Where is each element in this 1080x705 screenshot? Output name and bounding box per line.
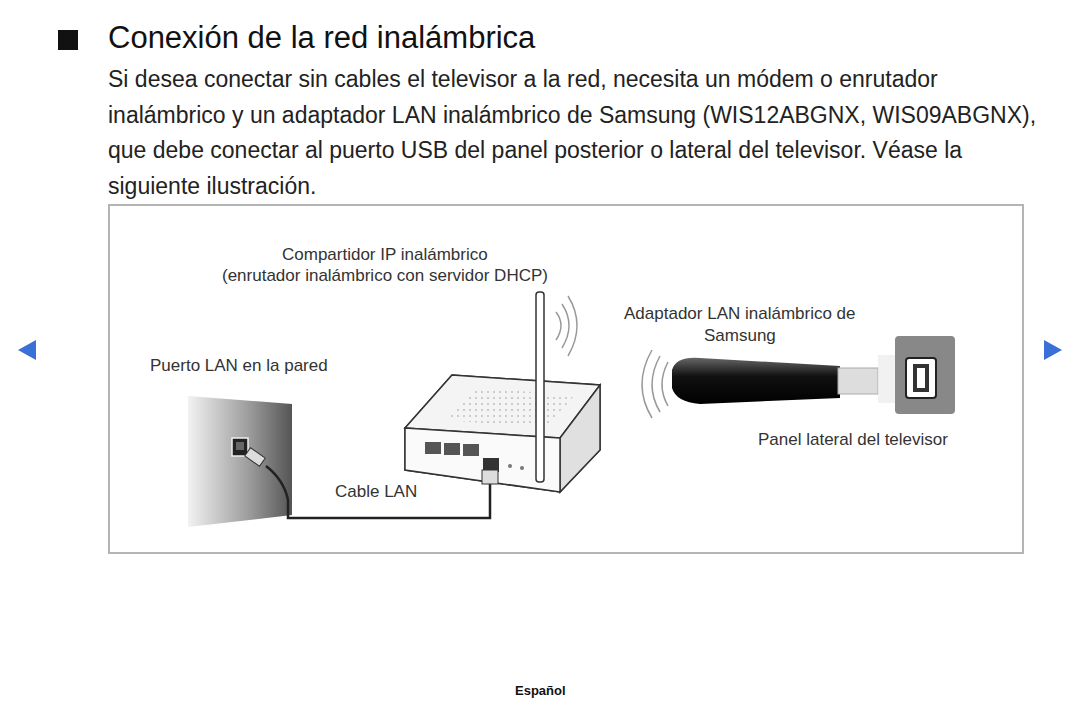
- wall: [188, 396, 292, 527]
- tv-side-panel: [878, 336, 955, 414]
- footer-language: Español: [515, 683, 566, 698]
- figure-frame: [109, 205, 1023, 553]
- tv-panel-label: Panel lateral del televisor: [758, 430, 948, 450]
- wireless-adapter: [672, 358, 878, 404]
- prev-arrow: [18, 340, 36, 360]
- wall-port-label: Puerto LAN en la pared: [150, 356, 328, 376]
- router-sublabel: (enrutador inalámbrico con servidor DHCP…: [222, 266, 548, 286]
- body-paragraph: Si desea conectar sin cables el televiso…: [108, 62, 1038, 204]
- cable-label: Cable LAN: [335, 482, 417, 502]
- bullet-square: [58, 30, 78, 50]
- adapter-label: Samsung: [704, 326, 776, 346]
- router: [405, 292, 600, 492]
- next-arrow: [1044, 340, 1062, 360]
- adapter-label: Adaptador LAN inalámbrico de: [624, 304, 856, 324]
- router-label: Compartidor IP inalámbrico: [282, 245, 488, 265]
- page-title: Conexión de la red inalámbrica: [108, 20, 535, 56]
